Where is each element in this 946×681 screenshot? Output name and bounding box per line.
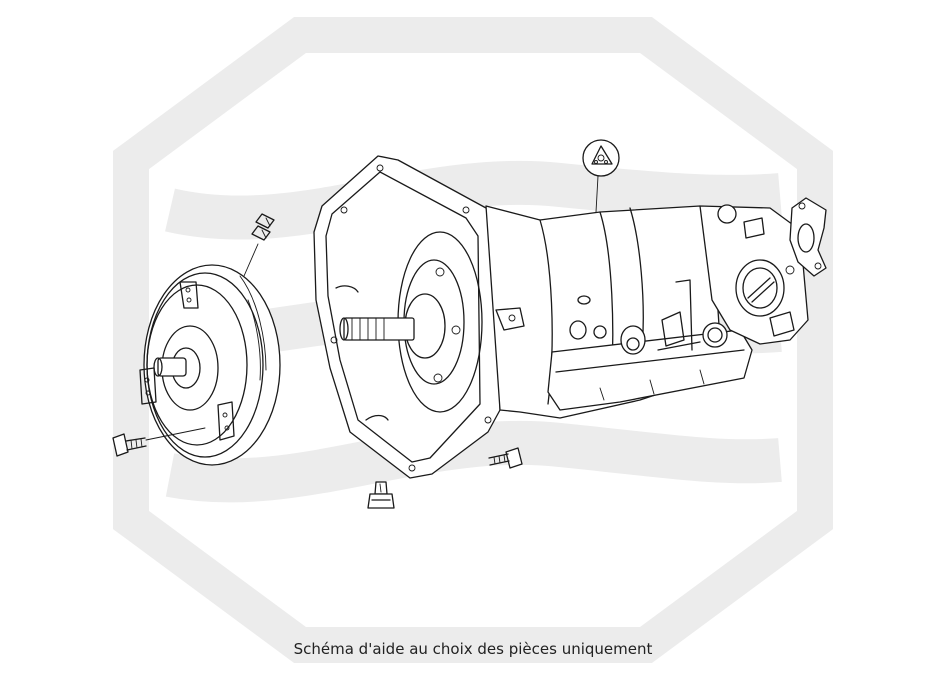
spring-clip bbox=[243, 213, 275, 277]
valve-body bbox=[620, 279, 728, 355]
housing-bolt bbox=[488, 447, 523, 469]
torque-converter bbox=[139, 264, 281, 466]
bell-housing bbox=[313, 155, 501, 479]
caption: Schéma d'aide au choix des pièces unique… bbox=[293, 640, 653, 658]
converter-bolt bbox=[112, 427, 206, 457]
drain-plug bbox=[367, 481, 395, 509]
rear-extension bbox=[699, 204, 809, 345]
mounting-bracket bbox=[582, 139, 620, 213]
output-flange bbox=[789, 197, 827, 277]
